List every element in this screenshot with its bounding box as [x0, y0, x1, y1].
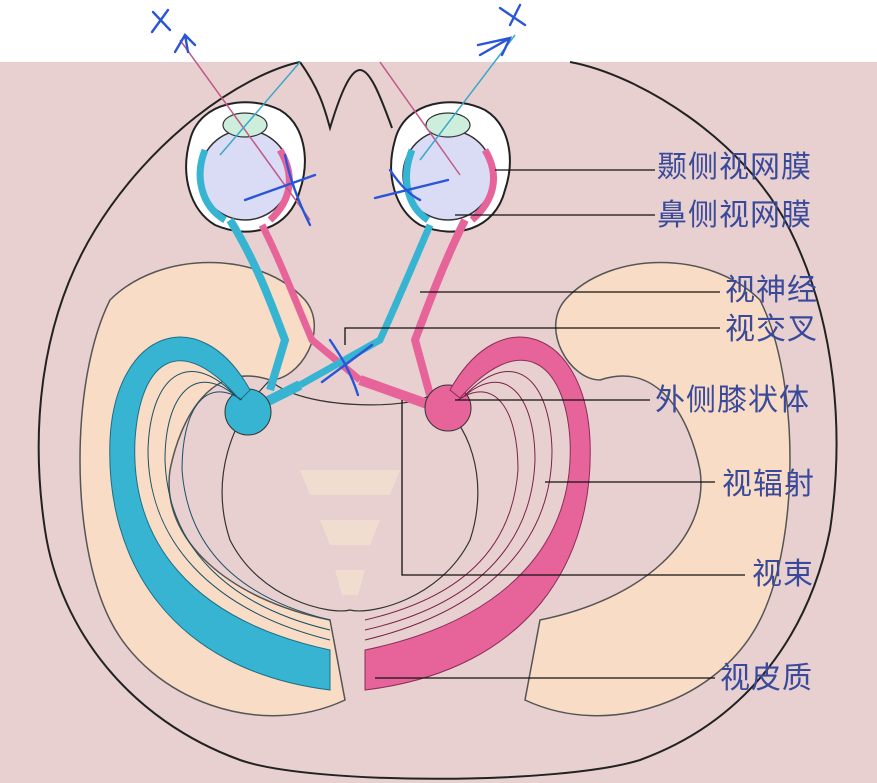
annotation-arrow-top-left	[173, 33, 197, 54]
label-temporal-retina: 颞侧视网膜	[657, 150, 812, 185]
label-optic-nerve: 视神经	[725, 273, 818, 308]
leader-optic-tract	[401, 400, 745, 576]
annotation-cross-chiasm	[320, 338, 374, 397]
right-optic-radiation	[364, 336, 591, 691]
left-optic-nerve-pink	[258, 223, 363, 383]
leader-lines	[344, 169, 745, 679]
left-optic-nerve-blue	[226, 217, 290, 392]
right-radiation-fibers	[364, 371, 553, 641]
right-cortex	[524, 261, 791, 717]
left-eye-temporal-retina	[196, 148, 227, 223]
annotation-marks	[150, 3, 527, 397]
left-lateral-geniculate	[224, 388, 272, 436]
left-ray-blue	[219, 61, 301, 156]
right-ray-blue	[419, 34, 516, 161]
leader-optic-chiasm	[344, 327, 720, 345]
left-radiation-fibers	[147, 371, 331, 641]
right-eye-temporal-retina	[469, 148, 498, 223]
label-lateral-geniculate: 外侧膝状体	[655, 383, 810, 418]
right-lens	[425, 112, 471, 138]
annotation-cross-right-eye	[373, 168, 450, 202]
left-optic-radiation	[109, 336, 331, 691]
label-nasal-retina: 鼻侧视网膜	[657, 198, 812, 233]
label-visual-cortex: 视皮质	[720, 661, 813, 696]
label-optic-chiasm: 视交叉	[725, 312, 818, 347]
right-ray-pink	[379, 61, 461, 176]
label-optic-radiation: 视辐射	[722, 467, 815, 502]
annotation-cross-left-eye	[243, 153, 317, 227]
central-structure	[300, 470, 400, 595]
annotation-x-top-right	[498, 3, 527, 27]
right-optic-nerve-blue	[298, 223, 434, 389]
right-optic-nerve-pink	[410, 218, 469, 397]
right-optic-tract	[358, 375, 432, 410]
left-ray-pink	[179, 39, 311, 221]
skull-outline	[37, 61, 838, 780]
annotation-x-top-left	[150, 8, 172, 34]
annotation-arrow-top-right	[476, 36, 513, 57]
nasal-contour	[299, 61, 393, 132]
label-optic-tract: 视束	[752, 557, 814, 592]
left-eye-nasal-retina	[267, 148, 293, 223]
